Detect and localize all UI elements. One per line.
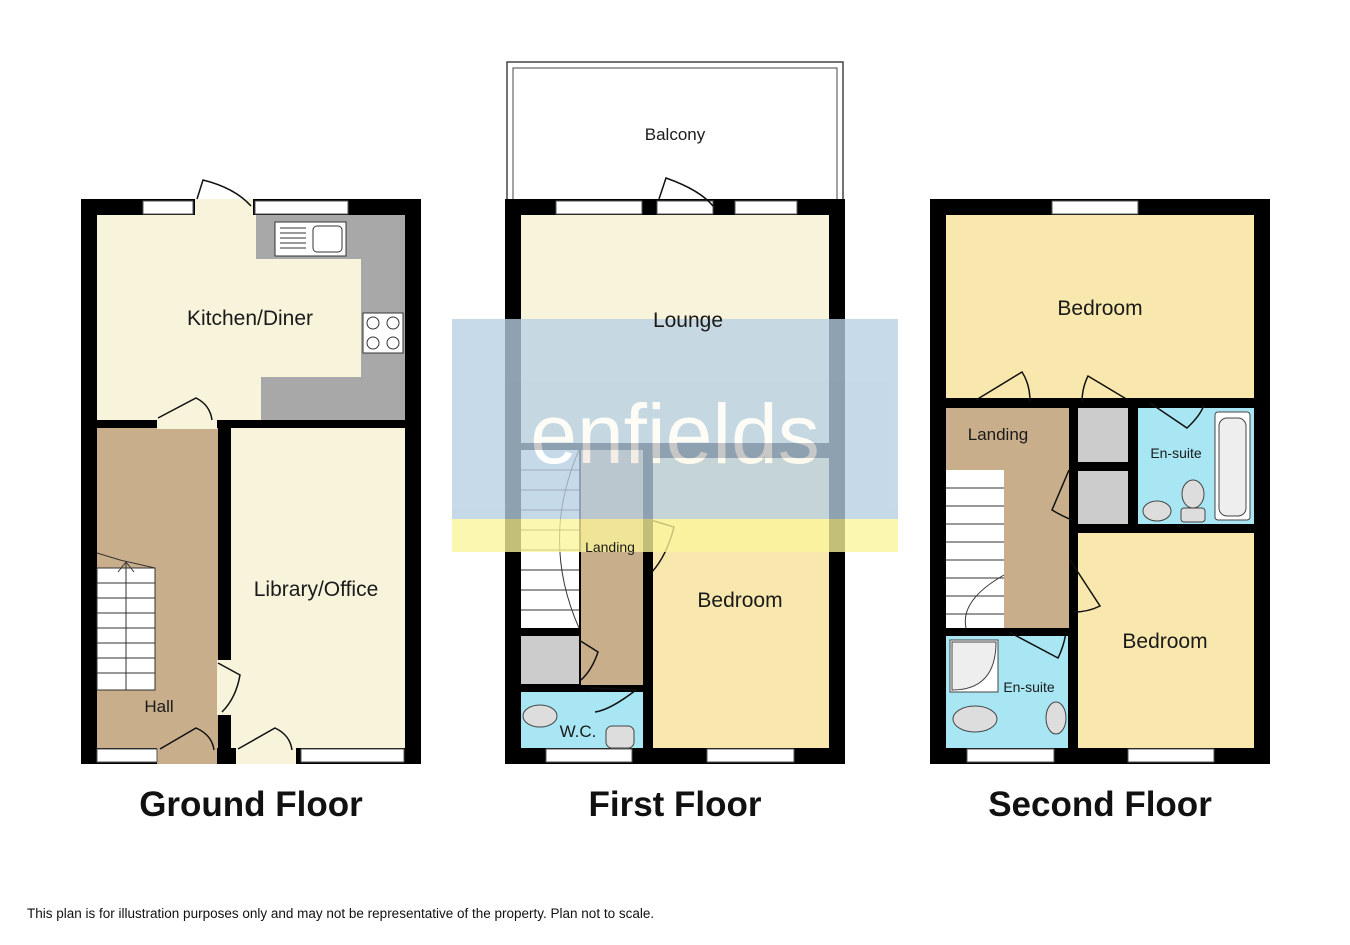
- room-label-landing: Landing: [585, 539, 635, 555]
- door-icon: [1149, 402, 1205, 429]
- toilet-icon: [522, 704, 635, 749]
- basin-icon: [1142, 500, 1172, 522]
- door-icon: [578, 639, 599, 681]
- room-label-hall: Hall: [144, 697, 173, 716]
- window-icon: [656, 200, 714, 215]
- door-icon: [196, 179, 252, 207]
- window-icon: [300, 748, 405, 763]
- room-label-library-office: Library/Office: [254, 578, 379, 601]
- window-icon: [706, 748, 795, 763]
- window-icon: [1051, 200, 1139, 215]
- toilet-icon: [952, 705, 998, 733]
- hob-icon: [362, 312, 404, 354]
- kitchen-worktop: [256, 215, 405, 420]
- window-icon: [142, 200, 194, 215]
- bedroom-right: [1078, 533, 1254, 748]
- floor-title-second: Second Floor: [988, 785, 1212, 824]
- room-label-kitchen-diner: Kitchen/Diner: [187, 307, 313, 330]
- door-icon: [658, 177, 714, 207]
- door-icon: [1069, 559, 1102, 613]
- cupboard: [1078, 471, 1128, 524]
- window-icon: [734, 200, 798, 215]
- staircase: [946, 470, 1004, 628]
- toilet-icon: [1181, 479, 1205, 509]
- cupboard: [1078, 408, 1128, 462]
- door-icon: [975, 370, 1031, 403]
- door-icon: [1008, 631, 1067, 660]
- room-label-bedroom-right: Bedroom: [1122, 630, 1207, 653]
- door-icon: [589, 687, 639, 713]
- bedroom-top: [946, 215, 1254, 398]
- watermark-text: enfields: [530, 387, 820, 481]
- ground-floor: [81, 179, 421, 764]
- sink-icon: [274, 221, 347, 257]
- door-icon: [1081, 374, 1129, 403]
- door-icon: [237, 727, 293, 751]
- basin-icon: [1045, 701, 1067, 735]
- window-icon: [254, 200, 349, 215]
- disclaimer-text: This plan is for illustration purposes o…: [27, 906, 655, 921]
- room-label-landing: Landing: [968, 425, 1029, 444]
- room-label-lounge: Lounge: [653, 309, 723, 332]
- window-icon: [555, 200, 643, 215]
- door-icon: [217, 662, 241, 713]
- library-office: [231, 428, 405, 748]
- floor-title-first: First Floor: [588, 785, 761, 824]
- door-icon: [159, 727, 215, 751]
- door-icon: [1051, 469, 1073, 521]
- watermark: enfields: [452, 319, 898, 552]
- floor-title-ground: Ground Floor: [139, 785, 363, 824]
- room-label-ensuite-top: En-suite: [1150, 445, 1202, 461]
- staircase: [96, 561, 156, 691]
- room-label-bedroom: Bedroom: [697, 589, 782, 612]
- window-icon: [96, 748, 158, 763]
- window-icon: [1127, 748, 1215, 763]
- window-icon: [545, 748, 633, 763]
- window-icon: [966, 748, 1055, 763]
- room-label-wc: W.C.: [560, 722, 597, 741]
- door-icon: [157, 397, 213, 421]
- room-labels: Kitchen/Diner Library/Office Hall Balcon…: [144, 125, 1207, 741]
- room-label-ensuite-bottom: En-suite: [1003, 679, 1055, 695]
- floor-titles: Ground Floor First Floor Second Floor: [139, 785, 1212, 824]
- second-floor: [930, 199, 1270, 764]
- room-label-balcony: Balcony: [645, 125, 706, 144]
- cupboard: [521, 636, 579, 684]
- room-label-bedroom-top: Bedroom: [1057, 297, 1142, 320]
